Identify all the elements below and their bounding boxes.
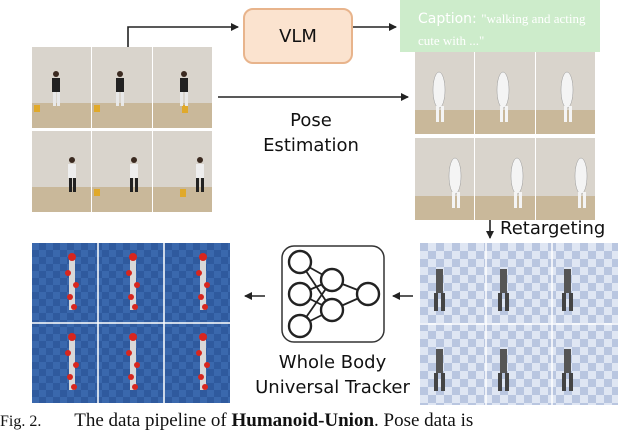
mesh-frame <box>536 138 595 220</box>
mesh-frame <box>415 52 474 134</box>
tracked-robot <box>65 253 79 310</box>
video-frame <box>32 131 91 212</box>
caption-box: Caption: "walking and acting cute with .… <box>400 0 600 52</box>
mesh-frame <box>415 138 474 220</box>
tracked-robot <box>196 253 210 310</box>
tracker-label: Whole Body Universal Tracker <box>255 352 410 398</box>
arrow-frames-to-vlm <box>127 23 239 47</box>
video-frame <box>92 47 152 128</box>
caption-text: "walking and acting cute with ..." <box>418 11 586 48</box>
pose-estimation-label: Pose Estimation <box>263 110 359 156</box>
video-frame <box>153 131 212 212</box>
mesh-frame <box>536 52 595 134</box>
vlm-label: VLM <box>279 25 317 47</box>
figure-caption: Fig. 2. The data pipeline of Humanoid-Un… <box>0 410 640 437</box>
video-frames-panel <box>32 47 212 212</box>
tracker-simulation-panel <box>32 243 230 403</box>
caption-text-after: . Pose data is <box>374 410 474 431</box>
retargeted-robot-panel <box>420 243 618 405</box>
mesh-frame <box>475 52 535 134</box>
tracked-robot <box>196 333 210 390</box>
video-frame <box>153 47 212 128</box>
caption-prefix: Caption: <box>418 11 477 27</box>
figure-number: Fig. 2. <box>0 413 42 430</box>
pose-mesh-panel <box>415 52 595 220</box>
retargeting-label: Retargeting <box>500 218 606 239</box>
humanoid-robot <box>498 269 509 311</box>
caption-text-before: The data pipeline of <box>74 410 227 431</box>
humanoid-robot <box>562 349 573 391</box>
humanoid-robot <box>498 349 509 391</box>
tracked-robot <box>65 333 79 390</box>
caption-bold: Humanoid-Union <box>231 410 375 431</box>
video-frame <box>92 131 152 212</box>
neural-network-icon <box>281 245 385 343</box>
vlm-box: VLM <box>243 8 353 64</box>
tracked-robot <box>126 333 140 390</box>
humanoid-robot <box>434 349 445 391</box>
video-frame <box>32 47 91 128</box>
tracked-robot <box>126 253 140 310</box>
humanoid-robot <box>434 269 445 311</box>
humanoid-robot <box>562 269 573 311</box>
mesh-frame <box>475 138 535 220</box>
